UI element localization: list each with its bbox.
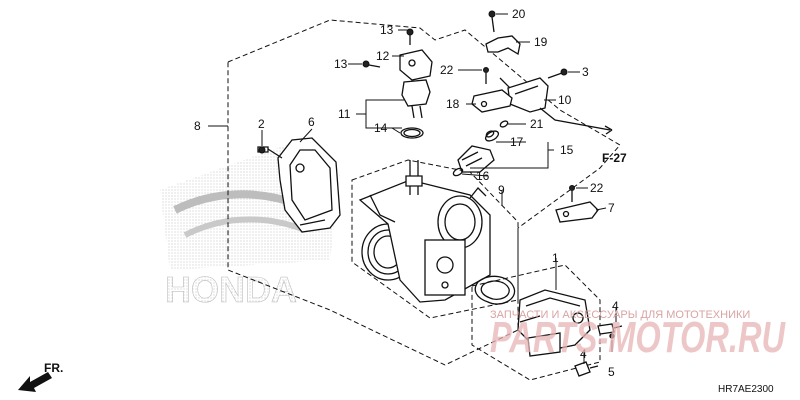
label-8: 8: [194, 119, 201, 133]
label-10: 10: [558, 93, 572, 107]
label-3: 3: [582, 65, 589, 79]
watermark-site: PARTS-MOTOR.RU: [490, 313, 786, 362]
label-2: 2: [258, 117, 265, 131]
part-labels: 8 2 6 13 12 13 11 14 22 18 20 19 3 10 21…: [194, 7, 619, 379]
gasket-ring: [474, 275, 516, 305]
figure-reference: F-27: [602, 151, 627, 165]
label-5: 5: [608, 365, 615, 379]
label-4-top: 4: [612, 299, 619, 313]
label-13-top: 13: [380, 23, 394, 37]
cover-plate-part: [277, 137, 341, 233]
label-20: 20: [512, 7, 526, 21]
sensor-assembly-11: [362, 28, 433, 139]
throttle-body-part: [358, 160, 491, 303]
assembly-8-outline: [227, 19, 621, 366]
injector-part: [452, 120, 509, 177]
label-15: 15: [560, 143, 574, 157]
bracket-7: [555, 185, 599, 223]
honda-brand-text: HONDA: [165, 269, 297, 310]
label-9: 9: [498, 183, 505, 197]
front-direction-arrow: FR.: [18, 361, 63, 392]
bracket-18: [471, 67, 513, 113]
front-label: FR.: [44, 361, 63, 375]
screws-4-5: [574, 323, 623, 377]
label-13-left: 13: [334, 57, 348, 71]
throttle-position-sensor-part: [517, 289, 591, 357]
label-14: 14: [374, 121, 388, 135]
clamp-19: [485, 10, 521, 56]
label-1: 1: [552, 251, 559, 265]
label-12: 12: [376, 49, 390, 63]
watermark-tagline: ЗАПЧАСТИ И АКСЕССУАРЫ ДЛЯ МОТОТЕХНИКИ: [490, 309, 750, 321]
leader-lines: [208, 13, 617, 364]
bolt-part-2: [257, 146, 283, 159]
label-4-bottom: 4: [580, 347, 587, 361]
label-21: 21: [530, 117, 544, 131]
label-16: 16: [476, 169, 490, 183]
label-17: 17: [510, 135, 524, 149]
label-6: 6: [308, 115, 315, 129]
fuel-pipe-part: [499, 68, 613, 135]
sensor-1-outline: [471, 264, 601, 381]
label-19: 19: [534, 35, 548, 49]
label-22-right: 22: [590, 181, 604, 195]
site-watermark: ЗАПЧАСТИ И АКСЕССУАРЫ ДЛЯ МОТОТЕХНИКИ PA…: [490, 309, 786, 362]
label-7: 7: [608, 201, 615, 215]
label-11: 11: [338, 107, 351, 121]
diagram-code: HR7AE2300: [718, 384, 774, 395]
label-22-top: 22: [440, 63, 454, 77]
label-18: 18: [446, 97, 460, 111]
